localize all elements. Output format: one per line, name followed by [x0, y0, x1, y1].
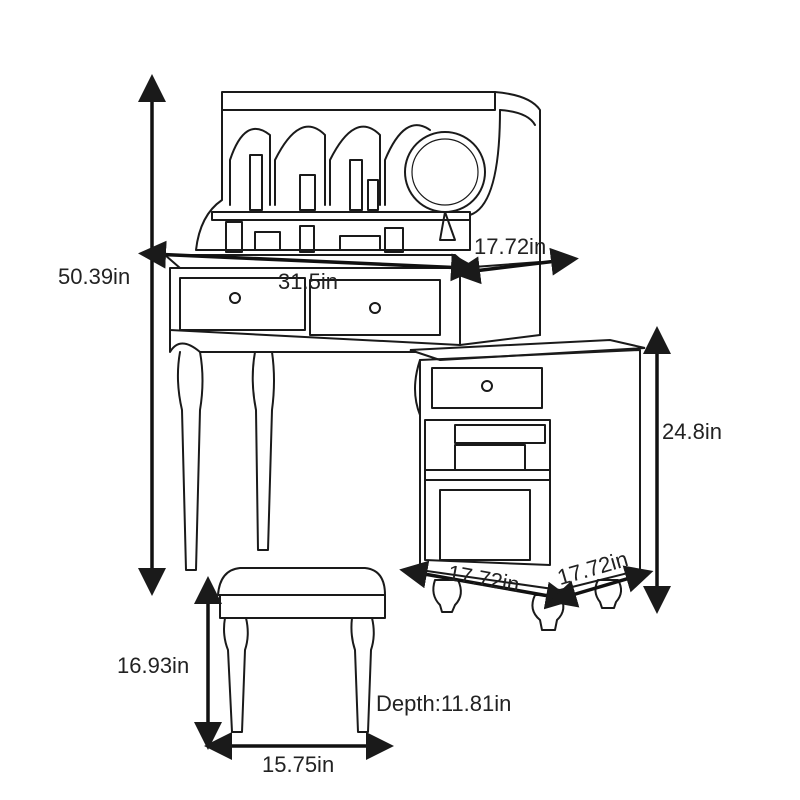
stool [217, 567, 386, 733]
stool-width-label: 15.75in [262, 752, 335, 777]
cabinet-width-arrow [399, 560, 574, 610]
desk-width-label: 31.5in [278, 269, 338, 294]
desk-width-arrow [138, 240, 479, 282]
desk-depth-arrow [452, 247, 579, 285]
stool-height-label: 16.93in [117, 653, 190, 678]
cabinet-height-label: 24.8in [662, 419, 722, 444]
side-cabinet [409, 338, 646, 631]
total-height-label: 50.39in [58, 264, 131, 289]
desk [162, 254, 541, 571]
cabinet-depth-arrow [548, 565, 654, 608]
hutch [195, 91, 541, 336]
stool-depth-label: Depth:11.81in [376, 691, 512, 716]
desk-depth-label: 17.72in [474, 234, 547, 259]
